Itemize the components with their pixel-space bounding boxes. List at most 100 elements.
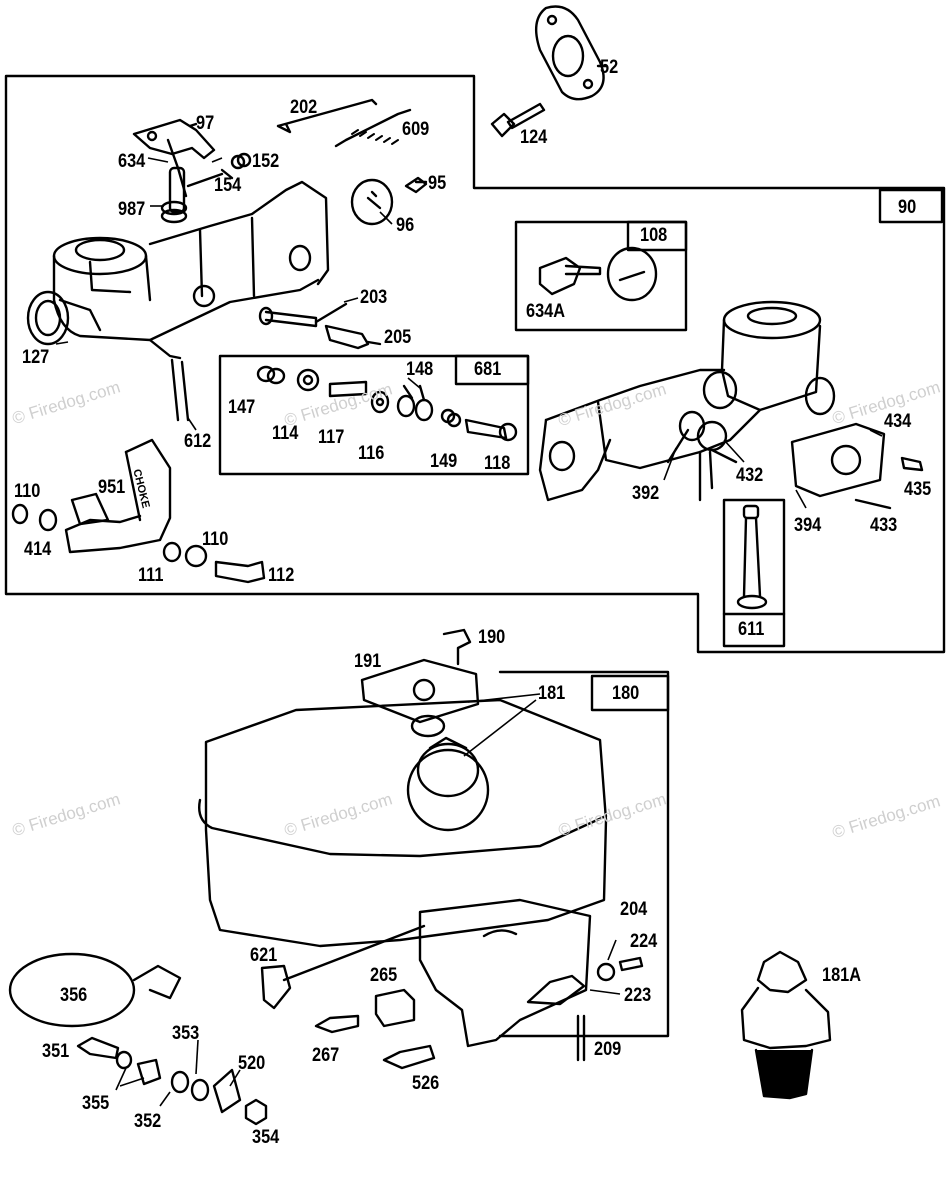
part-label-224: 224 [630, 931, 658, 952]
part-label-265: 265 [370, 965, 398, 986]
part-label-148: 148 [406, 359, 434, 380]
part-label-110: 110 [14, 481, 41, 502]
lever-223 [526, 974, 586, 1006]
part-label-202: 202 [290, 97, 318, 118]
throttle-plate-96 [350, 178, 394, 226]
part-label-190: 190 [478, 627, 506, 648]
part-label-267: 267 [312, 1045, 340, 1066]
gasket-191 [360, 658, 480, 724]
screw-435 [900, 456, 924, 472]
bracket-520 [212, 1068, 242, 1114]
part-label-394: 394 [794, 515, 822, 536]
cap-181A [740, 950, 832, 1100]
screw-224 [618, 956, 644, 972]
part-label-356: 356 [60, 985, 88, 1006]
part-label-112: 112 [268, 565, 295, 586]
part-label-152: 152 [252, 151, 280, 172]
part-label-355: 355 [82, 1093, 110, 1114]
spring-987 [160, 200, 188, 224]
part-label-116: 116 [358, 443, 385, 464]
washer-414 [38, 508, 58, 532]
link-202 [276, 98, 378, 134]
box-681-frame [454, 354, 530, 386]
clip-265 [374, 988, 416, 1028]
part-label-205: 205 [384, 327, 412, 348]
screw-205 [324, 324, 370, 350]
screw-124 [490, 102, 546, 138]
part-label-435: 435 [904, 479, 932, 500]
part-label-110: 110 [202, 529, 229, 550]
part-label-127: 127 [22, 347, 50, 368]
part-label-987: 987 [118, 199, 146, 220]
part-label-223: 223 [624, 985, 652, 1006]
part-label-191: 191 [354, 651, 382, 672]
part-label-354: 354 [252, 1127, 280, 1148]
spacer-355 [136, 1058, 162, 1086]
washer-152 [230, 152, 252, 170]
fuel-tank [198, 698, 608, 948]
screw-95 [404, 176, 428, 194]
part-label-621: 621 [250, 945, 278, 966]
box-611-outline [722, 498, 786, 648]
box-180-outline [498, 670, 670, 1038]
part-label-392: 392 [632, 483, 660, 504]
box-108-frame [626, 220, 688, 252]
screw-112 [214, 560, 266, 584]
part-label-181: 181 [538, 683, 566, 704]
part-label-434: 434 [884, 411, 912, 432]
part-label-181A: 181A [822, 965, 862, 986]
carburetor-body-right [538, 300, 836, 502]
part-label-97: 97 [196, 113, 215, 134]
screw-190 [442, 628, 472, 666]
washer-204 [596, 962, 616, 982]
box-681-label: 681 [474, 359, 502, 380]
part-label-204: 204 [620, 899, 648, 920]
cover-394 [790, 422, 886, 498]
plate-108 [606, 246, 658, 302]
part-label-433: 433 [870, 515, 898, 536]
part-label-432: 432 [736, 465, 764, 486]
nut-354 [244, 1098, 268, 1126]
carburetor-group-outline [4, 74, 946, 654]
part-label-612: 612 [184, 431, 212, 452]
bracket-97 [132, 118, 216, 214]
part-label-209: 209 [594, 1039, 622, 1060]
gasket-52 [534, 5, 605, 101]
washer-352 [170, 1070, 190, 1094]
part-label-634: 634 [118, 151, 146, 172]
part-label-351: 351 [42, 1041, 70, 1062]
pin-433 [854, 498, 892, 510]
part-label-114: 114 [272, 423, 299, 444]
screw-351 [76, 1036, 120, 1060]
part-label-118: 118 [484, 453, 511, 474]
washer-110a [11, 503, 29, 525]
part-label-634A: 634A [526, 301, 566, 322]
spring-609 [334, 108, 412, 148]
part-label-951: 951 [98, 477, 126, 498]
part-label-124: 124 [520, 127, 548, 148]
screw-526 [382, 1044, 436, 1070]
washer-111 [162, 541, 182, 563]
tube-611 [736, 504, 768, 610]
part-label-96: 96 [396, 215, 415, 236]
box-90-frame [878, 188, 944, 224]
mounting-bracket [418, 898, 592, 1048]
part-label-154: 154 [214, 175, 242, 196]
clip-621 [260, 964, 292, 1010]
screw-267 [314, 1014, 360, 1034]
part-label-352: 352 [134, 1111, 162, 1132]
carburetor-body-left [26, 180, 330, 422]
part-label-111: 111 [138, 565, 164, 586]
part-label-149: 149 [430, 451, 458, 472]
box-180-label: 180 [612, 683, 640, 704]
wire-356 [8, 952, 182, 1028]
screw-154 [186, 168, 234, 188]
lever-634A [538, 256, 602, 296]
part-label-95: 95 [428, 173, 447, 194]
part-label-526: 526 [412, 1073, 440, 1094]
part-label-203: 203 [360, 287, 388, 308]
washer-110b [184, 544, 208, 568]
jet-parts-681 [256, 365, 518, 442]
